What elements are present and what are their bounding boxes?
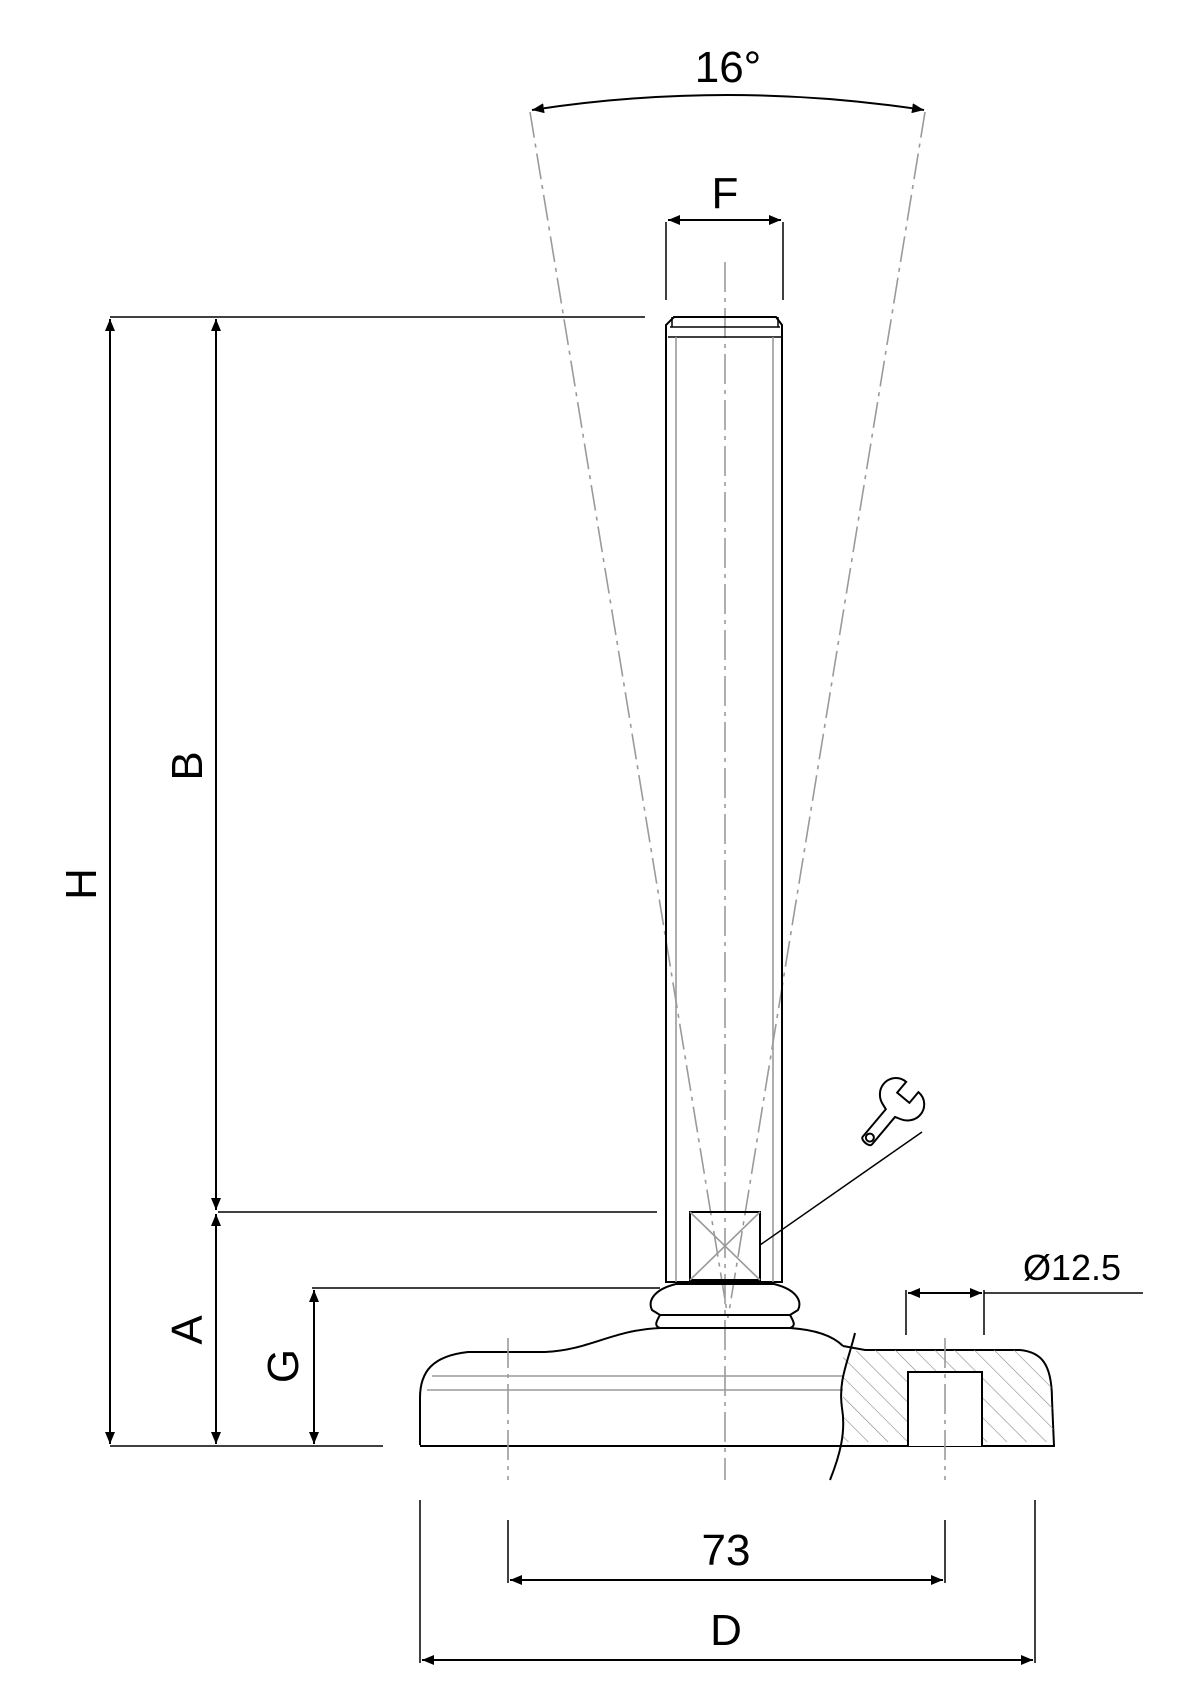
wrench-callout: [759, 1077, 926, 1246]
hole-diameter-label: Ø12.5: [1023, 1247, 1121, 1288]
thread-length-label: B: [163, 751, 212, 780]
hole-spacing-dimension: 73: [507, 1520, 946, 1585]
hole-center-lines: [507, 1338, 946, 1480]
wrench-icon: [861, 1077, 926, 1147]
height-dimensions: H B A G: [57, 316, 660, 1447]
threaded-stem: [665, 316, 783, 1283]
wrench-flat: [689, 1211, 761, 1281]
hole-spacing-label: 73: [702, 1526, 751, 1575]
base-diameter-label: D: [710, 1606, 742, 1655]
angle-label: 16°: [695, 43, 762, 92]
total-height-label: H: [57, 868, 106, 900]
hole-diameter-dimension: Ø12.5: [905, 1247, 1143, 1335]
tilt-angle-lines: [529, 111, 926, 1319]
base-height-label: A: [163, 1315, 212, 1345]
thread-dimension: F: [665, 169, 784, 300]
base-diameter-dimension: D: [419, 1500, 1036, 1665]
angle-dimension: 16°: [531, 43, 925, 114]
thread-label: F: [712, 169, 739, 218]
ground-clearance-label: G: [259, 1349, 308, 1383]
